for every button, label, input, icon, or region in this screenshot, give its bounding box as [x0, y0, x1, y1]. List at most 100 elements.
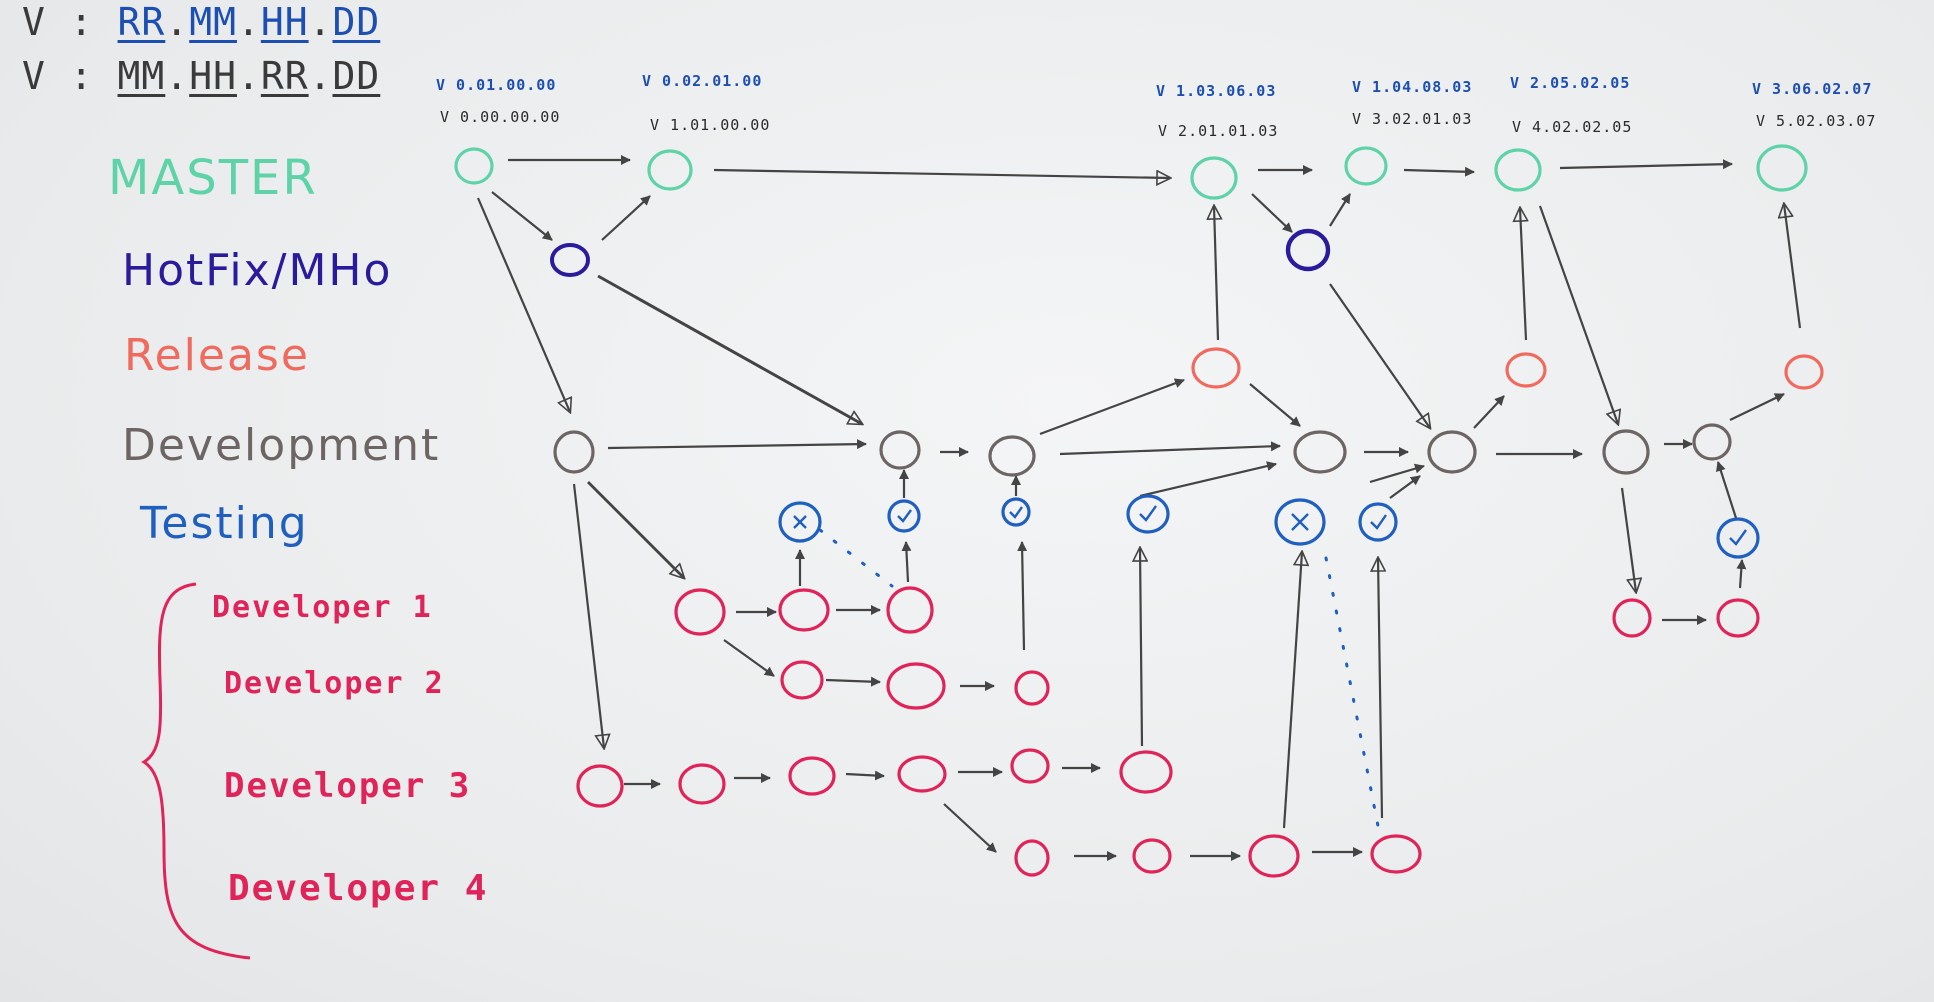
version-label: V 1.03.06.03	[1156, 82, 1277, 100]
scheme-segment: DD	[332, 54, 381, 98]
master-commit	[647, 149, 693, 191]
edge	[1389, 475, 1421, 499]
edge	[1715, 461, 1738, 519]
edge	[572, 483, 604, 748]
version-label: V 4.02.02.05	[1512, 118, 1633, 136]
hotfix-commit	[1285, 228, 1331, 272]
version-label: V 5.02.03.07	[1756, 112, 1877, 130]
scheme-segment: RR	[117, 0, 166, 44]
master-commit	[1190, 156, 1238, 200]
lane-label-master: MASTER	[108, 150, 318, 206]
scheme-segment: RR	[260, 54, 309, 98]
version-label: V 0.01.00.00	[436, 76, 557, 94]
edge	[597, 274, 862, 424]
developer-3-commit	[1119, 750, 1173, 794]
edge	[1538, 205, 1618, 424]
scheme-segment: MM	[117, 54, 166, 98]
edge	[476, 197, 570, 412]
edge	[1282, 552, 1302, 829]
version-scheme-1: V : RR.MM.HH.DD	[22, 0, 381, 44]
scheme-prefix: V :	[22, 54, 94, 98]
developer-4-commit	[1370, 834, 1422, 874]
edge	[1329, 193, 1351, 227]
edge	[601, 195, 651, 241]
edge	[713, 168, 1170, 178]
scheme-segment: MM	[189, 0, 237, 44]
edge	[1784, 204, 1802, 329]
master-commit	[1494, 148, 1542, 192]
release-commit	[1191, 347, 1241, 389]
edge	[1378, 558, 1382, 819]
test-passed-icon	[1716, 517, 1760, 559]
edge	[1729, 393, 1785, 421]
edge	[1329, 283, 1430, 428]
developer-1-commit	[674, 588, 726, 636]
scheme-segment: HH	[260, 0, 309, 44]
dotted-edge	[1324, 556, 1380, 828]
lane-label-testing: Testing	[140, 498, 309, 549]
test-failed-icon	[778, 501, 822, 543]
edge	[1059, 441, 1281, 456]
edge	[901, 541, 912, 583]
development-commit	[879, 430, 921, 470]
test-failed-icon	[1274, 498, 1326, 546]
edge	[943, 803, 997, 853]
version-label: V 2.05.02.05	[1510, 74, 1631, 92]
version-scheme-2: V : MM.HH.RR.DD	[22, 54, 381, 98]
test-passed-icon	[1001, 497, 1031, 527]
edge	[1039, 378, 1185, 436]
edge	[1369, 463, 1425, 484]
edge	[1403, 166, 1475, 177]
version-label: V 3.02.01.03	[1352, 110, 1473, 128]
edge	[1520, 208, 1526, 341]
developer-commit	[1716, 598, 1760, 638]
scheme-segment: DD	[332, 0, 381, 44]
version-label: V 0.02.01.00	[642, 72, 763, 90]
edge	[1251, 193, 1293, 233]
version-label: V 2.01.01.03	[1158, 122, 1279, 140]
scheme-prefix: V :	[22, 0, 94, 44]
version-label: V 3.06.02.07	[1752, 80, 1873, 98]
version-label: V 1.01.00.00	[650, 116, 771, 134]
release-commit	[1505, 352, 1547, 388]
test-passed-icon	[887, 499, 921, 533]
lane-label-development: Development	[122, 420, 441, 471]
developer-3-commit	[1010, 748, 1050, 784]
nodes	[454, 144, 1824, 878]
release-commit	[1784, 354, 1824, 390]
scheme-segment: HH	[189, 54, 237, 98]
lane-label-release: Release	[124, 330, 310, 381]
developer-2-commit	[886, 662, 946, 710]
developer-4-commit	[1248, 834, 1300, 878]
master-commit	[454, 147, 494, 185]
edge	[1139, 461, 1277, 498]
edge	[1736, 559, 1747, 589]
master-commit	[1344, 146, 1388, 186]
development-commit	[553, 430, 595, 474]
developer-3-commit	[576, 764, 624, 808]
developer-label-1: Developer 1	[212, 590, 433, 625]
edge	[1620, 487, 1636, 592]
developer-commit	[1612, 598, 1652, 638]
edge	[1214, 206, 1218, 341]
edge	[587, 481, 684, 578]
test-passed-icon	[1126, 494, 1170, 534]
developer-label-4: Developer 4	[228, 868, 489, 909]
developer-label-2: Developer 2	[224, 666, 445, 701]
master-commit	[1756, 144, 1808, 192]
development-commit	[988, 435, 1036, 477]
edge	[1559, 159, 1733, 170]
developer-3-commit	[788, 756, 836, 796]
developer-3-commit	[678, 763, 726, 805]
developer-2-commit	[1014, 670, 1050, 706]
developer-label-3: Developer 3	[224, 766, 472, 806]
developer-4-commit	[1014, 839, 1050, 877]
development-commit	[1692, 423, 1732, 461]
version-label: V 0.00.00.00	[440, 108, 561, 126]
developer-bracket	[141, 582, 251, 960]
developer-1-commit	[886, 586, 934, 634]
edge	[1473, 395, 1505, 429]
edge	[1140, 548, 1142, 747]
